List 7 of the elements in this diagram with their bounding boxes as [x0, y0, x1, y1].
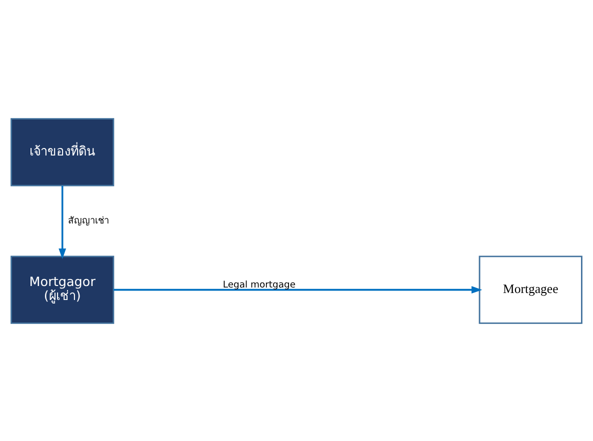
edge-label: Legal mortgage [222, 278, 296, 290]
node-box: เจ้าของที่ดิน [10, 118, 114, 186]
arrow [58, 185, 66, 259]
arrow [114, 286, 482, 294]
edge-label: สัญญาเช่า [68, 214, 109, 226]
node-box: Mortgagor (ผู้เช่า) [10, 255, 114, 324]
node-box: Mortgagee [478, 255, 582, 324]
